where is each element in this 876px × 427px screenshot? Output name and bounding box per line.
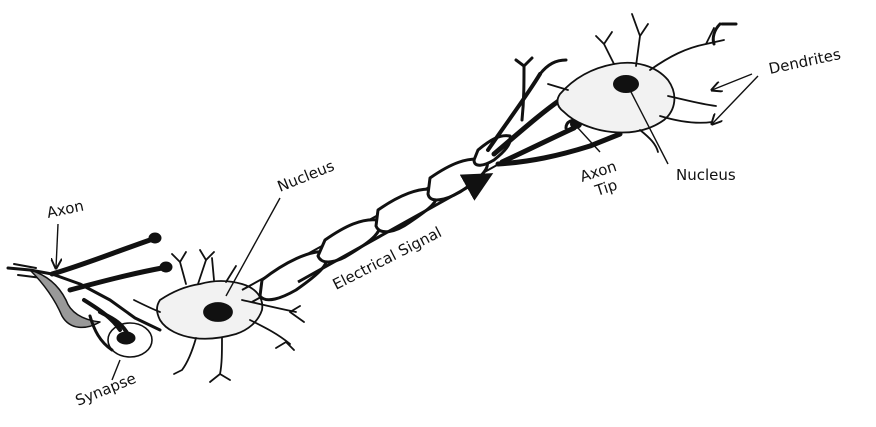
electrical-signal-arrow [298,176,488,282]
label-axon: Axon [45,197,85,222]
label-axon-tip: Axon Tip [578,156,629,203]
label-synapse: Synapse [73,369,139,410]
dendrites-pointers [712,74,758,124]
label-nucleus-left: Nucleus [275,157,337,196]
label-nucleus-right: Nucleus [676,166,736,184]
right-neuron [488,14,736,164]
left-axon-terminal [8,233,172,350]
label-dendrites: Dendrites [767,45,842,78]
axon-pointer [56,224,58,268]
axon-myelin [242,136,510,302]
